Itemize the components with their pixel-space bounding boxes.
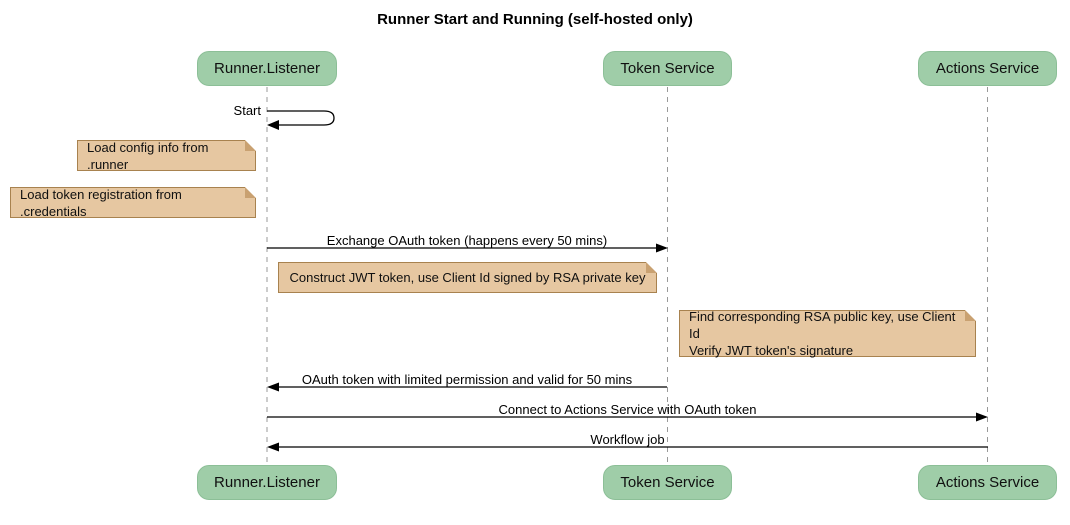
participant-runner-listener-bottom: Runner.Listener	[197, 465, 337, 500]
participant-actions-service-bottom: Actions Service	[918, 465, 1057, 500]
note-construct-jwt: Construct JWT token, use Client Id signe…	[278, 262, 657, 293]
participant-runner-listener-top: Runner.Listener	[197, 51, 337, 86]
note-load-token-registration: Load token registration from .credential…	[10, 187, 256, 219]
note-verify-jwt: Find corresponding RSA public key, use C…	[679, 309, 976, 358]
message-label-start: Start	[233, 103, 261, 118]
participant-token-service-bottom: Token Service	[603, 465, 732, 500]
diagram-title: Runner Start and Running (self-hosted on…	[377, 11, 693, 28]
message-line-start-self	[267, 110, 335, 126]
arrowhead-left-icon	[267, 120, 279, 130]
participant-actions-service-top: Actions Service	[918, 51, 1057, 86]
participant-token-service-top: Token Service	[603, 51, 732, 86]
note-load-config: Load config info from .runner	[77, 140, 256, 172]
message-label-exchange-oauth-token: Exchange OAuth token (happens every 50 m…	[326, 233, 608, 248]
message-label-connect-actions-service: Connect to Actions Service with OAuth to…	[498, 402, 757, 417]
message-label-workflow-job: Workflow job	[590, 432, 665, 447]
message-label-oauth-token-return: OAuth token with limited permission and …	[301, 372, 633, 387]
